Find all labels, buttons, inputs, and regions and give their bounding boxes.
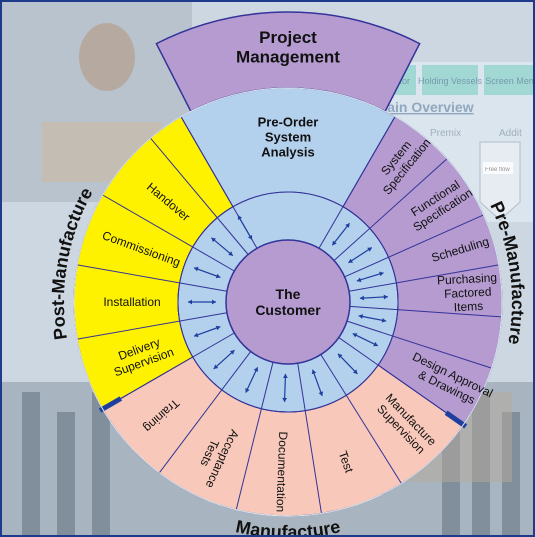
pipe-shape-1 xyxy=(57,412,75,535)
double-arrow-icon xyxy=(193,266,221,279)
segment-divider-2 xyxy=(344,214,484,278)
double-arrow-icon xyxy=(211,237,234,257)
double-arrow-icon xyxy=(331,222,351,246)
segment-divider-12 xyxy=(77,312,228,340)
segment-divider-14 xyxy=(102,194,235,272)
text-line: Documentation xyxy=(273,431,290,512)
double-arrow-icon xyxy=(188,299,216,305)
text-line: System xyxy=(265,130,311,145)
pipe-shape-2 xyxy=(92,392,110,535)
pre-manufacture-manufacture-divider xyxy=(444,410,468,429)
double-arrow-icon xyxy=(352,333,379,347)
post-segment-label: Installation xyxy=(103,295,160,309)
double-arrow-icon xyxy=(358,314,387,323)
vessel-icon xyxy=(479,141,521,221)
outer-ring-border xyxy=(73,87,503,517)
person-photo-shape xyxy=(79,23,135,91)
pre-segment-label: PurchasingFactoredItems xyxy=(437,270,499,315)
pipe-shape-0 xyxy=(22,392,40,535)
double-arrow-icon xyxy=(359,294,388,301)
double-arrow-icon xyxy=(356,271,384,283)
double-arrow-icon xyxy=(237,215,253,240)
screen-tab-1 xyxy=(422,65,478,95)
segment-divider-9 xyxy=(235,362,274,510)
text-line: Pre-Order xyxy=(258,115,319,130)
arrow-group xyxy=(188,215,388,402)
double-arrow-icon xyxy=(245,367,259,393)
segment-divider-15 xyxy=(150,137,249,255)
double-arrow-icon xyxy=(213,349,235,370)
text-line: Customer xyxy=(255,302,321,318)
text-line: Project xyxy=(259,28,317,47)
text-line: The xyxy=(276,286,301,302)
segment-inner-boundary xyxy=(177,206,399,413)
small-label: Free flow xyxy=(485,167,510,173)
manufacture-segment-label: Documentation xyxy=(273,431,290,512)
manufacture-post-manufacture-divider xyxy=(98,396,123,413)
double-arrow-icon xyxy=(282,373,288,402)
text-line: Factored xyxy=(444,285,492,301)
segment-divider-3 xyxy=(348,264,499,292)
segment-divider-4 xyxy=(349,305,502,318)
screen-tab-2 xyxy=(484,65,533,95)
customer-hub xyxy=(225,239,351,365)
lifecycle-wheel xyxy=(73,11,503,517)
double-arrow-icon xyxy=(193,325,221,338)
double-arrow-icon xyxy=(348,247,373,264)
screen-tab-label-1: Holding Vessels xyxy=(418,76,483,86)
screen-label-0: Premix xyxy=(430,128,461,139)
text-line: Analysis xyxy=(261,145,314,160)
small-label-box xyxy=(483,162,513,174)
manufacture-label: Manufacture xyxy=(234,516,342,535)
text-line: Items xyxy=(453,299,483,315)
screen-heading: Plain Overview xyxy=(374,99,474,115)
segment-divider-11 xyxy=(102,332,235,410)
segment-divider-5 xyxy=(346,320,492,369)
screen-label-1: Addit xyxy=(499,128,522,139)
segment-divider-8 xyxy=(297,363,322,514)
double-arrow-icon xyxy=(337,353,358,375)
segment-divider-13 xyxy=(77,264,228,292)
segment-divider-0 xyxy=(318,116,396,249)
text-line: Purchasing xyxy=(437,270,498,287)
screen-tab-label-2: Screen Menu xyxy=(485,76,533,86)
segment-divider-1 xyxy=(333,158,448,261)
text-line: Management xyxy=(236,48,340,67)
segment-divider-10 xyxy=(158,351,252,474)
double-arrow-icon xyxy=(311,369,324,397)
segment-divider-7 xyxy=(320,354,402,484)
text-line: Installation xyxy=(103,295,160,309)
segment-divider-6 xyxy=(338,337,464,426)
